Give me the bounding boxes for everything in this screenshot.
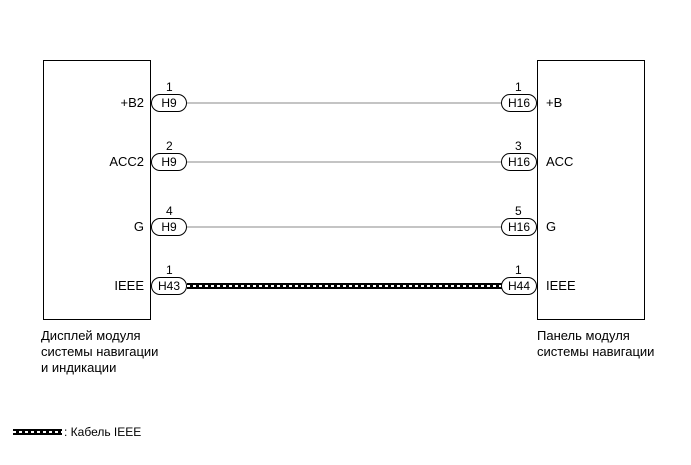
right-connector: H16 (501, 94, 537, 112)
right-pin-label: ACC (546, 154, 574, 169)
left-pin-number: 1 (166, 263, 173, 277)
right-connector: H44 (501, 277, 537, 295)
left-module-caption-line: системы навигации (41, 344, 159, 359)
left-connector: H9 (151, 94, 187, 112)
left-connector: H9 (151, 218, 187, 236)
right-pin-label: IEEE (546, 278, 576, 293)
left-pin-label: IEEE (114, 278, 144, 293)
left-pin-label: G (133, 219, 144, 234)
left-pin-number: 4 (166, 204, 173, 218)
right-module-caption-line: Панель модуля (537, 328, 630, 343)
right-pin-number: 1 (515, 80, 522, 94)
right-connector: H16 (501, 218, 537, 236)
right-module-caption-line: системы навигации (537, 344, 655, 359)
right-pin-label: +B (546, 95, 563, 110)
left-module-caption-line: Дисплей модуля (41, 328, 141, 343)
left-pin-label: +B2 (120, 95, 145, 110)
legend-label: : Кабель IEEE (64, 425, 142, 439)
left-module-box (43, 60, 151, 320)
left-connector: H43 (151, 277, 187, 295)
right-pin-number: 1 (515, 263, 522, 277)
right-connector: H16 (501, 153, 537, 171)
left-module-caption-line: и индикации (41, 360, 117, 375)
left-pin-number: 2 (166, 139, 173, 153)
right-pin-number: 5 (515, 204, 522, 218)
right-pin-label: G (546, 219, 557, 234)
left-connector: H9 (151, 153, 187, 171)
left-pin-number: 1 (166, 80, 173, 94)
right-module-box (537, 60, 645, 320)
right-pin-number: 3 (515, 139, 522, 153)
left-pin-label: ACC2 (109, 154, 144, 169)
